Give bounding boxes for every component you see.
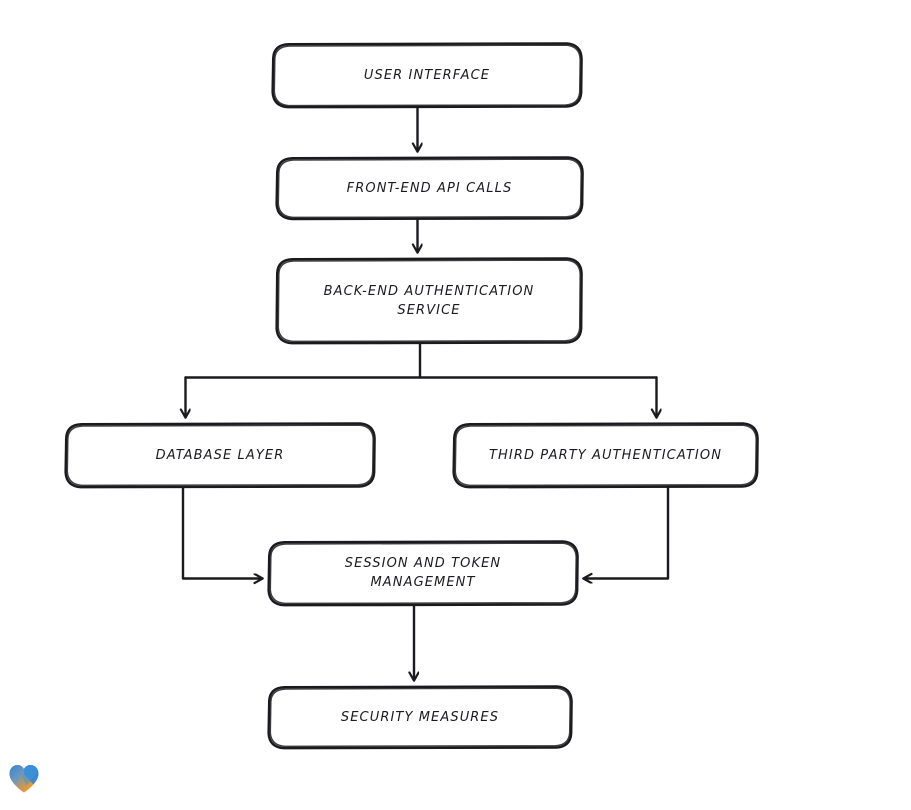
node-shape-front-end-api-calls bbox=[275, 156, 584, 221]
edge-database-to-session bbox=[181, 486, 262, 579]
node-label-security-measures: Security Measures bbox=[340, 709, 500, 725]
node-label-front-end-api-calls: Front-End API Calls bbox=[346, 180, 513, 196]
node-shape-session-and-token-management bbox=[267, 540, 579, 607]
node-security-measures[interactable]: Security Measures bbox=[268, 686, 572, 748]
node-third-party-authentication[interactable]: Third Party Authentication bbox=[453, 423, 758, 487]
node-shape-database-layer bbox=[64, 422, 376, 489]
node-label-session-and-token-management: Session and Token Management bbox=[344, 556, 502, 590]
node-user-interface[interactable]: User Interface bbox=[272, 43, 582, 107]
node-session-and-token-management[interactable]: Session and Token Management bbox=[268, 541, 578, 605]
node-shape-user-interface bbox=[271, 42, 583, 109]
heart-logo-icon[interactable] bbox=[8, 763, 40, 794]
edge-thirdparty-to-session bbox=[584, 486, 670, 579]
node-shape-third-party-authentication bbox=[452, 422, 759, 489]
node-back-end-authentication-service[interactable]: Back-End Authentication Service bbox=[276, 258, 582, 343]
node-label-user-interface: User Interface bbox=[363, 67, 491, 83]
node-database-layer[interactable]: Database Layer bbox=[65, 423, 375, 487]
node-label-database-layer: Database Layer bbox=[155, 447, 285, 463]
node-front-end-api-calls[interactable]: Front-End API Calls bbox=[276, 157, 583, 219]
node-label-back-end-authentication-service: Back-End Authentication Service bbox=[323, 283, 535, 318]
node-shape-security-measures bbox=[267, 685, 573, 750]
node-shape-back-end-authentication-service bbox=[275, 257, 583, 345]
node-label-third-party-authentication: Third Party Authentication bbox=[488, 447, 723, 463]
